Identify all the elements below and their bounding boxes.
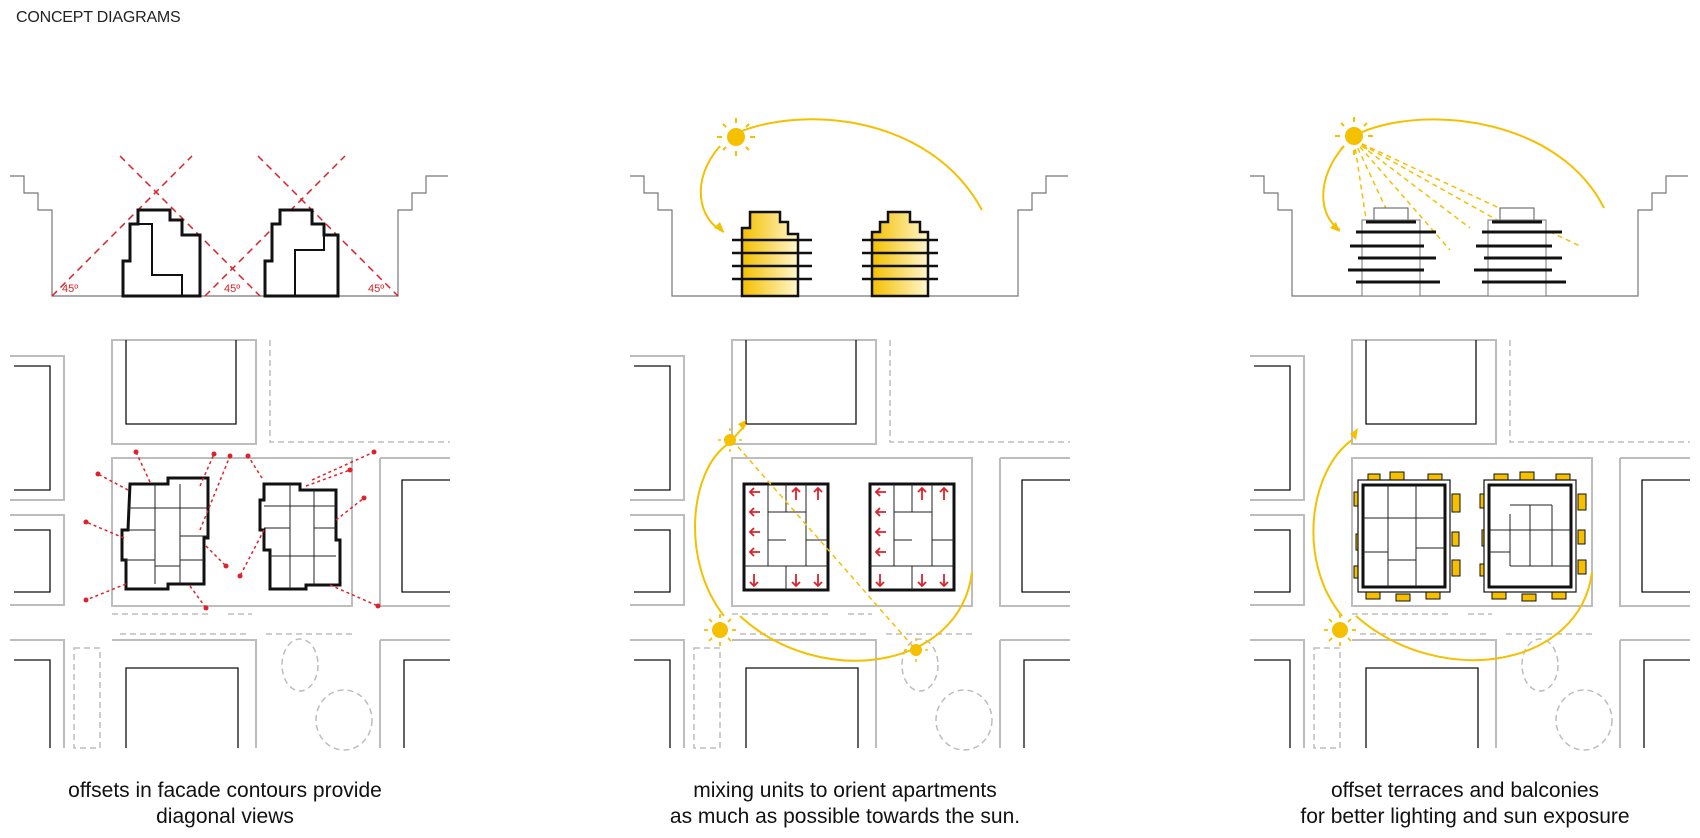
sun-icon — [1324, 614, 1356, 646]
section-building-right-interior — [294, 235, 325, 296]
sun-icon — [1335, 117, 1373, 155]
view-lines — [51, 155, 399, 297]
sun-path-arrow — [1330, 222, 1340, 232]
sun-path-plan — [1355, 571, 1593, 662]
section-building-right — [263, 208, 340, 298]
sun-path — [699, 145, 725, 233]
sun-icon — [904, 638, 928, 662]
caption-line: for better lighting and sun exposure — [1300, 805, 1630, 828]
site-context-dark — [14, 340, 450, 748]
section-building-left — [121, 208, 202, 298]
site-context — [10, 339, 450, 748]
caption-line: offsets in facade contours provide — [68, 779, 382, 802]
sun-path — [731, 118, 983, 211]
sun-path-arrow — [714, 222, 724, 232]
section-floor-slabs-right — [862, 238, 938, 281]
plan-building-left — [742, 482, 830, 592]
site-context-dark — [1254, 340, 1690, 748]
caption: offset terraces and balconies for better… — [1240, 778, 1690, 830]
plan-building-right — [258, 482, 342, 591]
view-arrows — [85, 451, 379, 609]
view-arrow-heads — [83, 449, 381, 611]
diagram-terraces — [1250, 117, 1690, 751]
sun-icon — [718, 428, 742, 452]
section-building-left-interior — [138, 223, 183, 296]
site-context-dashed — [693, 340, 1070, 751]
sun-icon — [704, 614, 736, 646]
site-context-dashed — [73, 340, 450, 751]
section-building-left — [1348, 207, 1440, 297]
sun-path — [1361, 118, 1605, 209]
section-terrain — [1250, 175, 1688, 297]
sun-path-plan — [1312, 439, 1353, 617]
section-floor-slabs-left — [732, 238, 812, 281]
caption-line: diagonal views — [156, 805, 294, 828]
caption: mixing units to orient apartments as muc… — [620, 778, 1070, 830]
orientation-arrows — [874, 486, 949, 588]
caption-line: mixing units to orient apartments — [693, 779, 997, 802]
section-terrain — [10, 175, 448, 297]
site-context — [630, 339, 1070, 748]
plan-building-left-units — [124, 484, 208, 584]
site-context — [1250, 339, 1690, 748]
plan-building-right — [868, 482, 956, 592]
section-terrain — [630, 175, 1068, 297]
caption-line: as much as possible towards the sun. — [669, 805, 1021, 828]
panel-diagonal-views: 45º 45º 45º — [0, 0, 450, 838]
angle-label: 45º — [62, 283, 78, 295]
caption: offsets in facade contours provide diago… — [0, 778, 450, 830]
angle-label: 45º — [224, 283, 240, 295]
sun-path-plan — [694, 443, 729, 617]
caption-line: offset terraces and balconies — [1330, 779, 1600, 802]
panel-terraces: offset terraces and balconies for better… — [1240, 0, 1690, 838]
plan-building-right — [1479, 471, 1587, 602]
section-building-right — [1474, 207, 1566, 297]
sun-path-arrow — [738, 420, 746, 430]
diagram-diagonal-views: 45º 45º 45º — [10, 155, 450, 751]
sun-path-plan — [739, 571, 973, 662]
page-title: CONCEPT DIAGRAMS — [16, 9, 181, 26]
panel-sun-orientation: mixing units to orient apartments as muc… — [620, 0, 1070, 838]
site-context-dark — [634, 340, 1070, 748]
plan-building-right-units — [264, 484, 336, 589]
plan-building-left — [1353, 471, 1461, 602]
sun-path-arrow — [1350, 428, 1358, 440]
sun-ray — [731, 439, 917, 651]
orientation-arrows — [748, 486, 823, 588]
sun-icon — [717, 118, 755, 156]
plan-building-left — [120, 476, 210, 591]
sun-path — [1322, 145, 1345, 231]
angle-label: 45º — [368, 283, 384, 295]
diagram-sun-orientation — [630, 118, 1070, 751]
